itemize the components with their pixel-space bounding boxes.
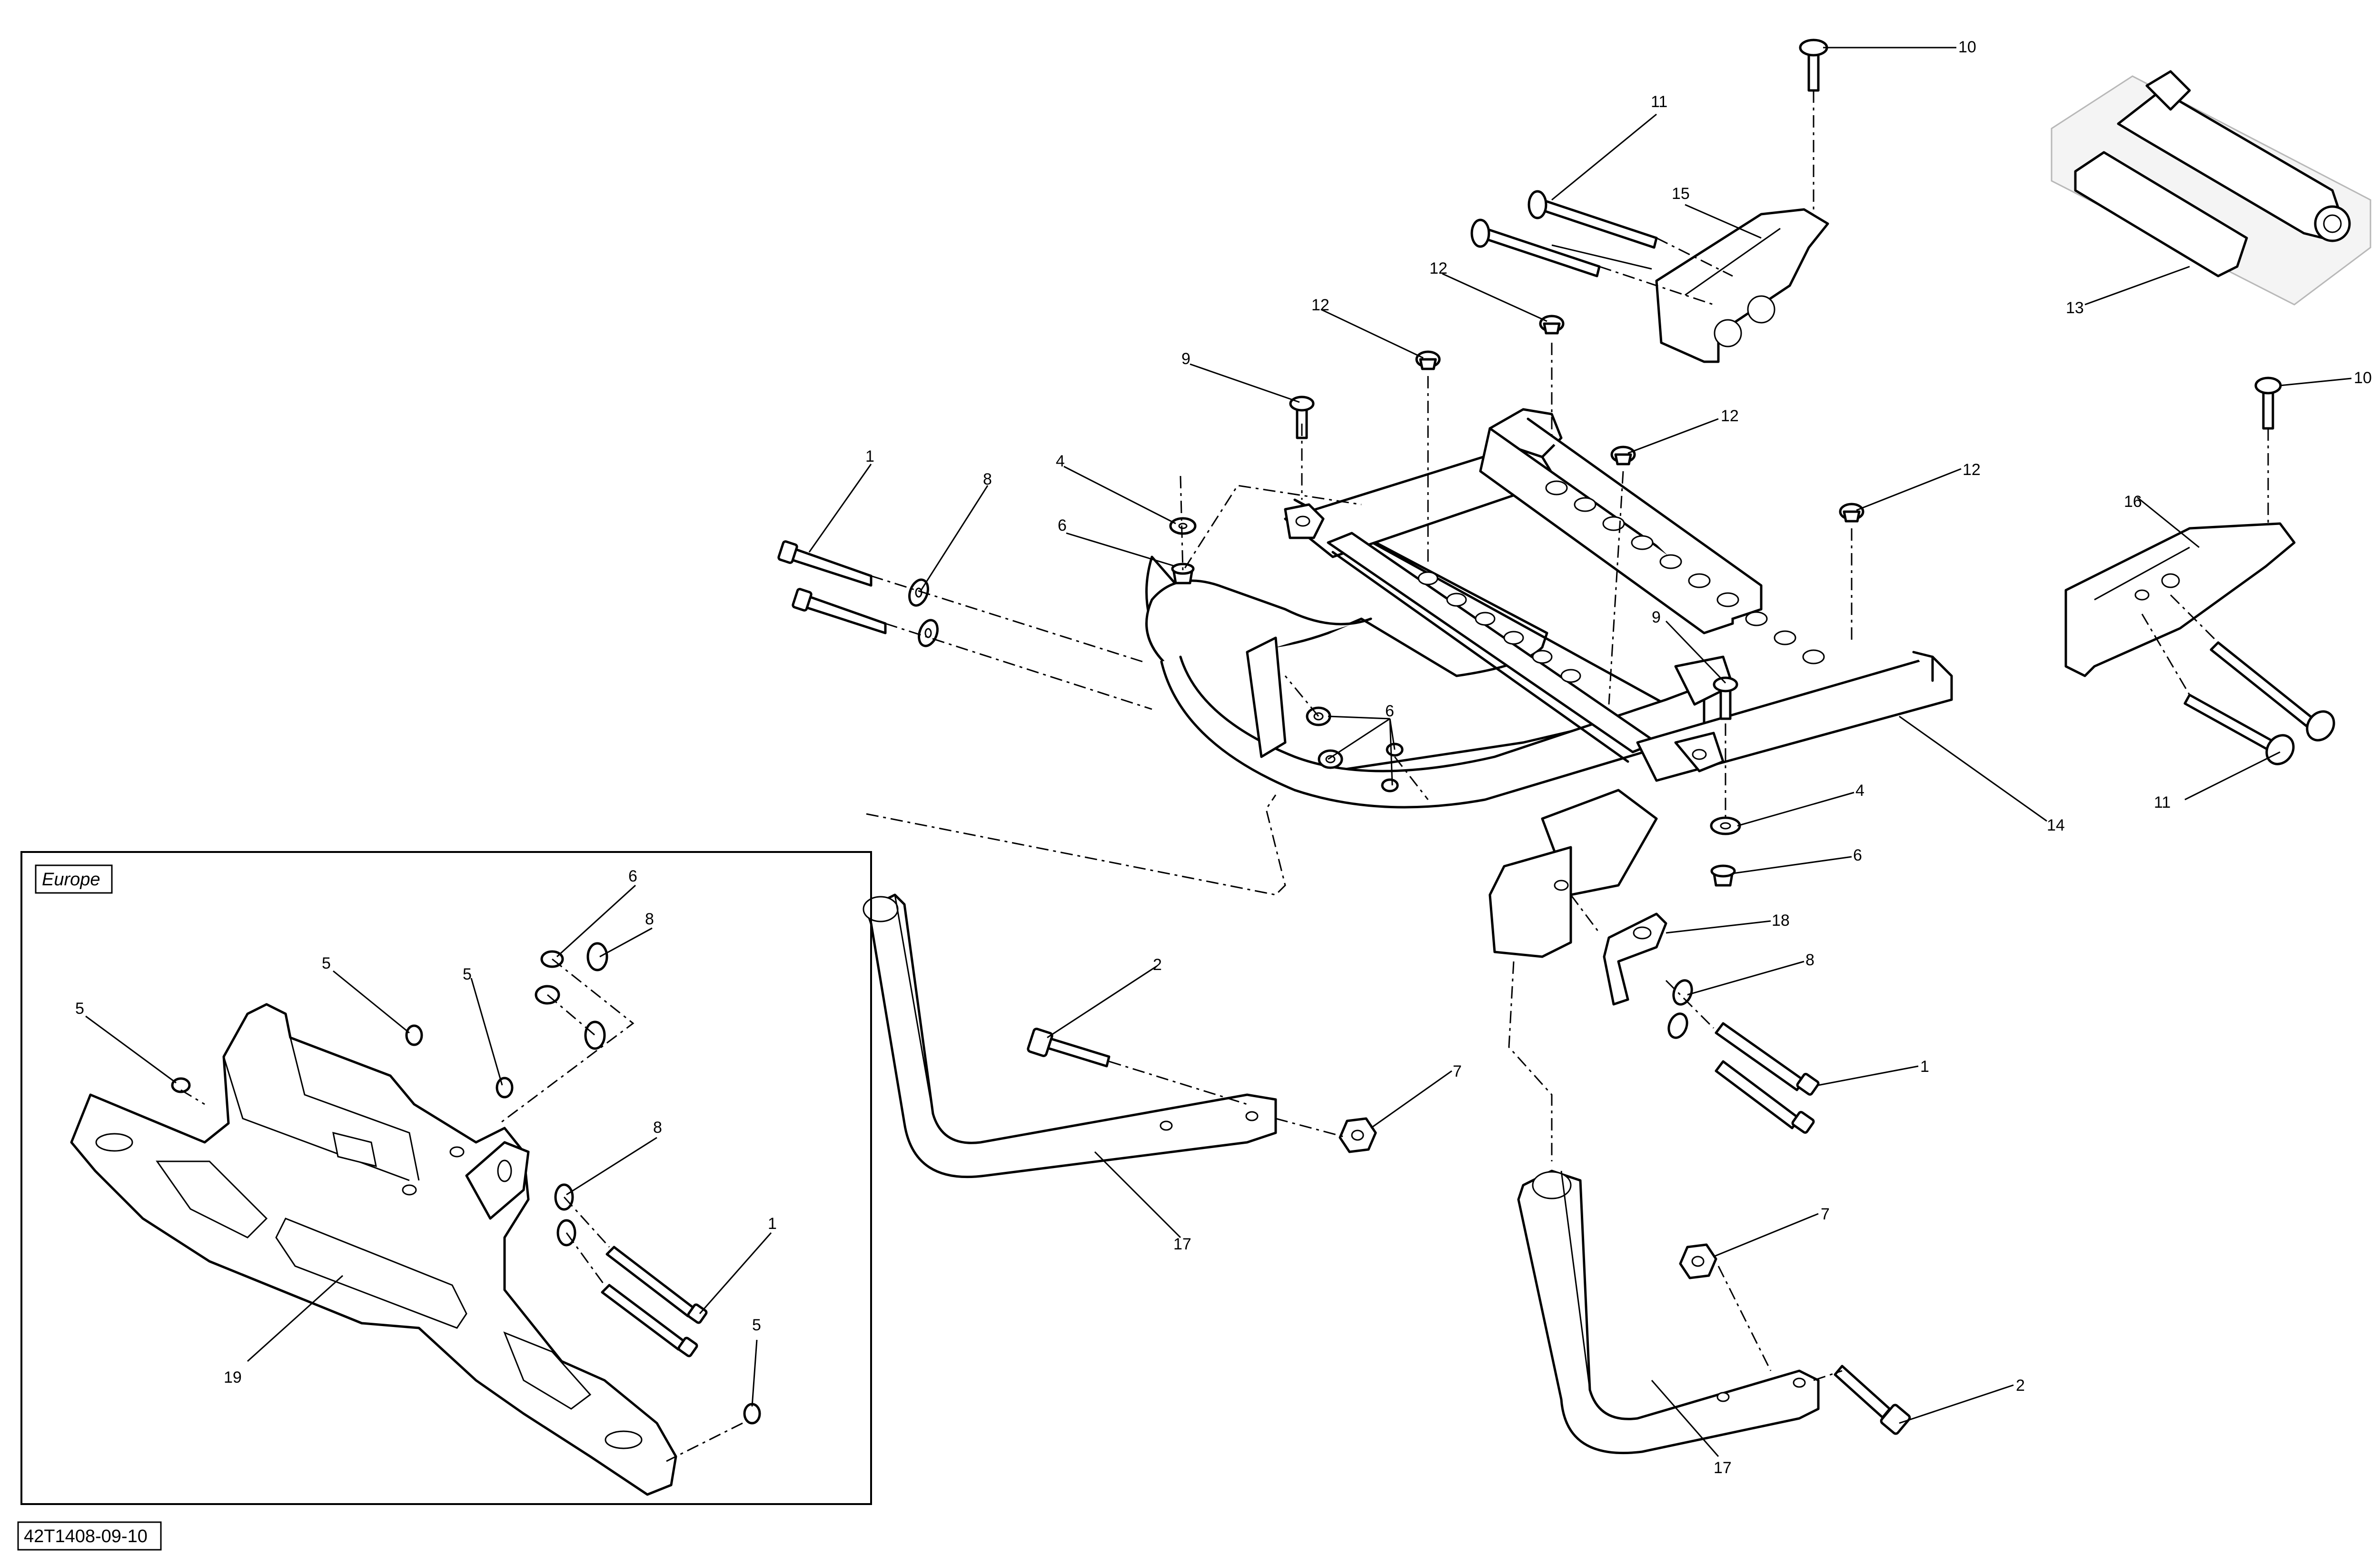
tool-kit: [2051, 70, 2371, 306]
callout-15: 15: [1672, 185, 1690, 203]
europe-inset: Europe: [20, 851, 872, 1505]
callout-8: 8: [1805, 951, 1815, 969]
hitch-tube-left: [863, 893, 1277, 1179]
fasteners: [777, 315, 1911, 1435]
callout-9: 9: [1181, 350, 1190, 368]
callout-2: 2: [2016, 1377, 2025, 1395]
callout-5: 5: [463, 965, 472, 983]
callout-7: 7: [1821, 1205, 1830, 1223]
reference-code-block: 42T1408-09-10: [17, 1521, 162, 1551]
callout-7: 7: [1453, 1062, 1462, 1080]
callout-6: 6: [1385, 702, 1394, 720]
callout-19: 19: [224, 1368, 242, 1387]
callout-4: 4: [1855, 782, 1864, 800]
callout-labels: 1 1 2 2 4 4 6 6 6 7 7 8 8 9 9 10 10 11 1…: [75, 38, 2372, 1477]
callout-8: 8: [645, 910, 654, 928]
callout-14: 14: [2047, 816, 2065, 834]
callout-12: 12: [1963, 461, 1981, 479]
callout-5: 5: [322, 954, 331, 972]
europe-label: Europe: [42, 870, 100, 890]
callout-12: 12: [1429, 259, 1448, 277]
callout-17: 17: [1714, 1459, 1732, 1477]
reference-code: 42T1408-09-10: [24, 1526, 148, 1546]
callout-6: 6: [1853, 846, 1862, 864]
callout-12: 12: [1311, 296, 1329, 314]
callout-4: 4: [1056, 452, 1065, 470]
bracket-15-assembly: [1470, 39, 1829, 363]
leader-lines: [808, 47, 2352, 1457]
callout-6: 6: [1058, 516, 1067, 535]
callout-13: 13: [2066, 299, 2084, 317]
callout-10: 10: [1958, 38, 1976, 56]
rail-holes: [1418, 480, 1825, 683]
bracket-16-assembly: [2064, 376, 2335, 765]
callout-1: 1: [865, 447, 874, 466]
callout-11: 11: [2154, 793, 2171, 812]
alignment-lines: [866, 90, 2269, 1381]
rack-frame: [1145, 408, 1953, 958]
callout-1: 1: [1920, 1058, 1929, 1076]
callout-5: 5: [75, 1000, 84, 1018]
callout-16: 16: [2124, 493, 2142, 511]
hitch-tube-right: [1517, 1169, 1820, 1455]
callout-2: 2: [1153, 956, 1162, 974]
callout-8: 8: [983, 470, 992, 488]
callout-8: 8: [653, 1119, 662, 1137]
callout-9: 9: [1652, 608, 1661, 626]
callout-1: 1: [768, 1215, 777, 1233]
callout-18: 18: [1772, 911, 1790, 930]
callout-12: 12: [1721, 407, 1739, 425]
europe-label-box: [35, 864, 113, 894]
callout-5: 5: [752, 1316, 761, 1334]
callout-6: 6: [628, 867, 637, 885]
callout-10: 10: [2354, 369, 2372, 387]
callout-11: 11: [1651, 93, 1667, 111]
callout-17: 17: [1173, 1235, 1191, 1253]
